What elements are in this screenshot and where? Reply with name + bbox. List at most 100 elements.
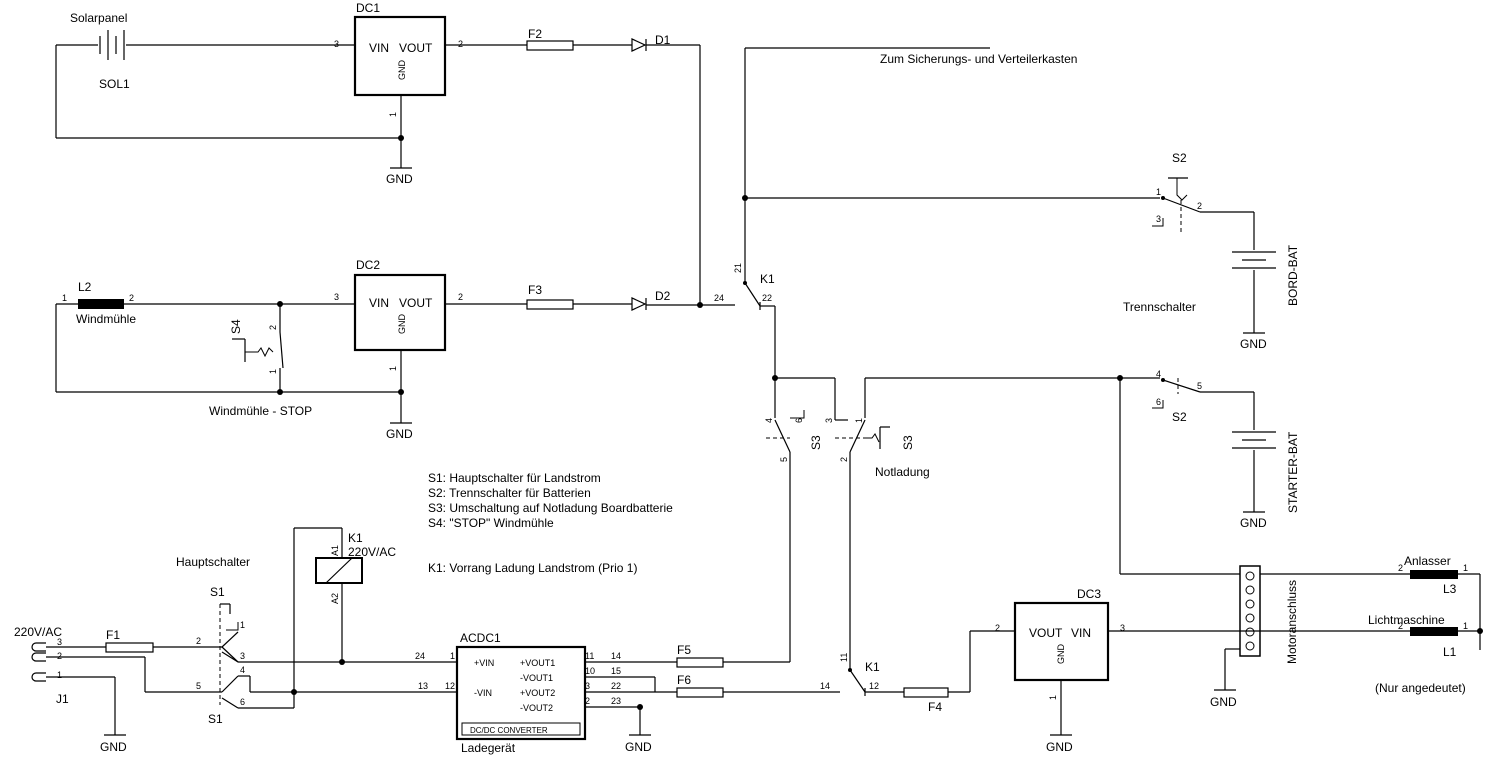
- acdc1-plus-vout2: +VOUT2: [520, 688, 555, 698]
- switch-s2-starter: S2 4 5 6: [1152, 369, 1254, 424]
- relay-k1-contact-upper: 21 24 22 K1: [714, 47, 990, 378]
- l1-label: L1: [1443, 645, 1457, 659]
- k1-coil-rating-label: 220V/AC: [348, 545, 396, 559]
- sol1-label: SOL1: [99, 77, 130, 91]
- acdc1-minus-vin: -VIN: [474, 688, 492, 698]
- ground-symbol: GND: [1240, 332, 1267, 351]
- pin-number: 22: [611, 681, 621, 691]
- pin-number: 3: [1156, 214, 1161, 224]
- dc1-converter: DC1 VIN VOUT GND 3 2 1: [334, 1, 463, 117]
- ground-symbol: GND: [386, 167, 413, 186]
- dc1-gnd-pin: GND: [397, 60, 407, 81]
- l2-label: L2: [78, 280, 92, 294]
- switch-s4: S4 2 1: [229, 304, 284, 392]
- pin-number: 1: [388, 112, 398, 117]
- lichtmaschine-label: Lichtmaschine: [1368, 613, 1445, 627]
- acdc1-minus-vout1: -VOUT1: [520, 673, 553, 683]
- ground-label: GND: [386, 427, 413, 441]
- s2-starter-label: S2: [1172, 410, 1187, 424]
- l3-label: L3: [1443, 582, 1457, 596]
- s3-b-label: S3: [901, 435, 915, 450]
- windmuehle-label: Windmühle: [76, 312, 136, 326]
- hauptschalter-label: Hauptschalter: [176, 555, 250, 569]
- dc3-label: DC3: [1077, 587, 1101, 601]
- note-k1: K1: Vorrang Ladung Landstrom (Prio 1): [428, 561, 637, 575]
- f2-label: F2: [528, 27, 542, 41]
- f3-label: F3: [528, 283, 542, 297]
- pin-number: 1: [240, 620, 245, 630]
- dc2-label: DC2: [356, 258, 380, 272]
- connector-j1: 3 2 1 J1: [31, 637, 69, 706]
- dc2-gnd-pin: GND: [397, 314, 407, 335]
- k1-coil-label: K1: [348, 531, 363, 545]
- pin-number: 24: [714, 293, 724, 303]
- pin-number: 11: [839, 653, 849, 662]
- s1-label-bottom: S1: [208, 712, 223, 726]
- s3-a-label: S3: [809, 435, 823, 450]
- dc2-converter: DC2 VIN VOUT GND 3 2 1: [334, 258, 463, 371]
- ground-label: GND: [1240, 516, 1267, 530]
- notladung-label: Notladung: [875, 465, 930, 479]
- pin-number: 1: [388, 366, 398, 371]
- windmuehle-stop-label: Windmühle - STOP: [209, 404, 312, 418]
- ladegeraet-label: Ladegerät: [461, 741, 516, 755]
- bord-bat-label: BORD-BAT: [1286, 244, 1300, 306]
- pin-number: 2: [196, 636, 201, 646]
- switch-s1: S1 2 1 3 5 4 6 S1: [196, 585, 245, 726]
- pin-number: 1: [62, 293, 67, 303]
- relay-k1-coil: K1 220V/AC A1 A2: [294, 527, 396, 662]
- dc3-vout-pin: VOUT: [1029, 626, 1063, 640]
- dc3-gnd-pin: GND: [1056, 644, 1066, 665]
- acdc1-label: ACDC1: [460, 631, 501, 645]
- motoranschluss-label: Motoranschluss: [1285, 580, 1299, 664]
- fuse-f3: F3: [526, 283, 574, 310]
- dc3-converter: DC3 VOUT VIN GND 2 3 1: [995, 587, 1125, 700]
- pin-number: 2: [1398, 563, 1403, 573]
- pin-number: 1: [450, 651, 455, 661]
- pin-number: 14: [611, 651, 621, 661]
- note-s4: S4: "STOP" Windmühle: [428, 516, 554, 530]
- relay-k1-contact-lower: 11 14 12 K1: [820, 650, 904, 696]
- fuse-f5: F5: [676, 643, 724, 668]
- nur-angedeutet-label: (Nur angedeutet): [1375, 681, 1466, 695]
- pin-number: 21: [733, 263, 743, 273]
- f4-label: F4: [928, 700, 942, 714]
- pin-number: 2: [995, 623, 1000, 633]
- pin-number: 6: [1156, 397, 1161, 407]
- fuse-f1: F1: [105, 628, 154, 653]
- dc2-vin-pin: VIN: [369, 296, 389, 310]
- pin-number: 2: [268, 325, 278, 330]
- a2-pin: A2: [330, 593, 340, 604]
- pin-number: 6: [240, 697, 245, 707]
- pin-number: 4: [764, 418, 774, 423]
- ground-symbol: GND: [386, 422, 413, 441]
- fuse-f6: F6: [676, 673, 724, 698]
- pin-number: 2: [57, 651, 62, 661]
- trennschalter-label: Trennschalter: [1123, 300, 1196, 314]
- pin-number: 5: [779, 457, 789, 462]
- pin-number: 3: [334, 292, 339, 302]
- pin-number: 1: [1463, 563, 1468, 573]
- pin-number: 1: [854, 418, 864, 423]
- ground-symbol: GND: [100, 734, 127, 754]
- pin-number: 24: [415, 651, 425, 661]
- ground-symbol: GND: [1240, 511, 1267, 530]
- pin-number: 5: [1197, 381, 1202, 391]
- pin-number: 10: [585, 666, 595, 676]
- fuse-f2: F2: [526, 27, 574, 51]
- solarpanel-label: Solarpanel: [70, 11, 127, 25]
- anlasser-label: Anlasser: [1404, 554, 1451, 568]
- f6-label: F6: [677, 673, 691, 687]
- solar-panel-sol1: Solarpanel SOL1: [55, 11, 355, 138]
- starter-bat-label: STARTER-BAT: [1286, 431, 1300, 513]
- fuse-f4: F4: [903, 687, 949, 714]
- acdc1-minus-vout2: -VOUT2: [520, 703, 553, 713]
- ground-symbol: GND: [1210, 689, 1237, 709]
- pin-number: 2: [458, 292, 463, 302]
- pin-number: 13: [418, 681, 428, 691]
- pin-number: 14: [820, 681, 830, 691]
- motor-connector: Motoranschluss: [1239, 565, 1299, 664]
- pin-number: 3: [57, 637, 62, 647]
- pin-number: 4: [1156, 369, 1161, 379]
- k1-upper-label: K1: [760, 272, 775, 286]
